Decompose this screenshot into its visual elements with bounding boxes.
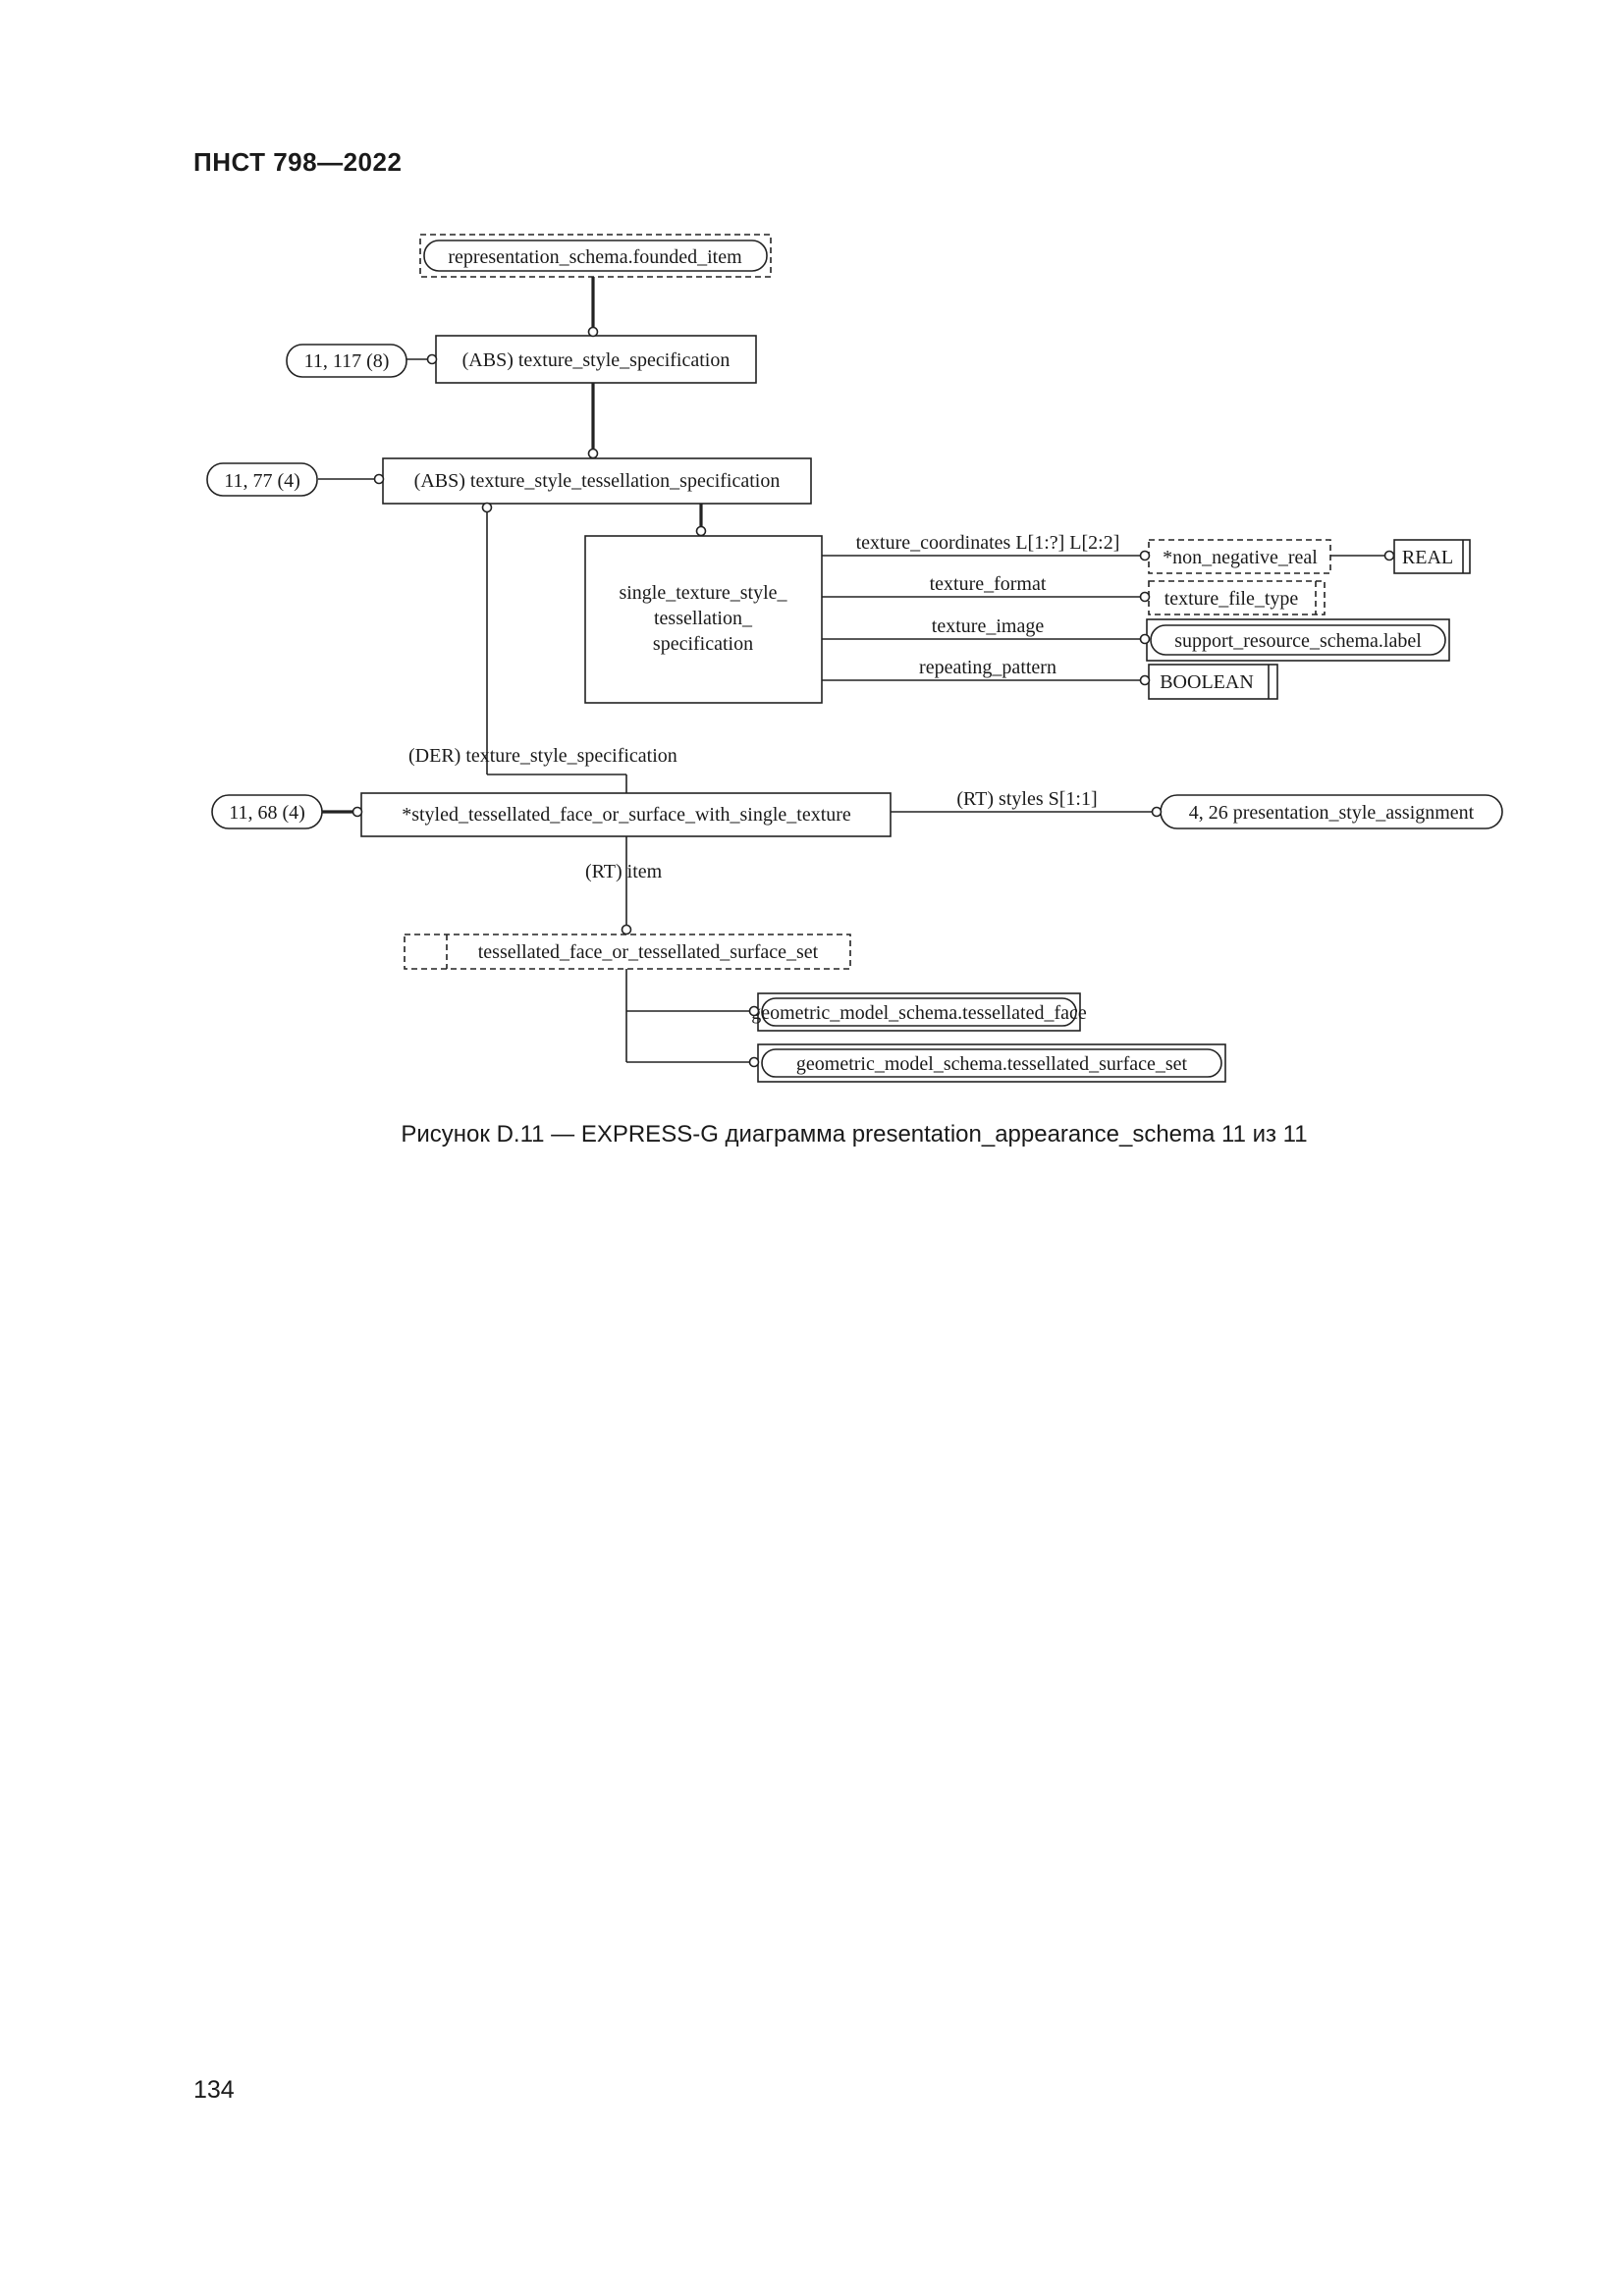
page-ref-117-label: 11, 117 (8) (304, 350, 390, 372)
founded-item-label: representation_schema.founded_item (448, 246, 742, 268)
texture-file-type-label: texture_file_type (1164, 588, 1299, 610)
page-ref-117 (286, 344, 407, 378)
tessellated-face-node (761, 997, 1077, 1027)
end-circle-ref117 (426, 353, 438, 365)
document-header: ПНСТ 798—2022 (193, 147, 403, 177)
tessellated-face-label: geometric_model_schema.tessellated_face (751, 1002, 1087, 1024)
single-texture-style-label-1: single_texture_style_ (619, 582, 787, 604)
end-circle-texture-style (587, 448, 599, 459)
founded-item-node (423, 240, 768, 272)
attr-item: (RT) item (585, 861, 663, 882)
tessellated-select-node (404, 934, 851, 970)
end-circle-repeating-pattern (1139, 674, 1151, 686)
attr-derived: (DER) texture_style_specification (408, 745, 677, 767)
end-circle-styles (1151, 806, 1163, 818)
page-number: 134 (193, 2076, 235, 2104)
boolean-label: BOOLEAN (1160, 671, 1254, 693)
tessellated-surface-set-label: geometric_model_schema.tessellated_surfa… (796, 1053, 1188, 1075)
non-negative-real-label: *non_negative_real (1163, 547, 1318, 568)
end-circle-texture-format (1139, 591, 1151, 603)
page-ref-presentation-style-assignment-label: 4, 26 presentation_style_assignment (1189, 802, 1475, 824)
boolean-node (1148, 664, 1278, 700)
texture-style-specification-node (435, 335, 757, 384)
end-circle-texture-coordinates (1139, 550, 1151, 561)
texture-file-type-node (1148, 580, 1326, 615)
page-ref-77 (206, 462, 318, 497)
support-label-node (1150, 624, 1446, 656)
styled-tessellated-node (360, 792, 892, 837)
attr-styles: (RT) styles S[1:1] (956, 788, 1097, 810)
attr-texture-format: texture_format (930, 573, 1047, 595)
attr-repeating-pattern: repeating_pattern (919, 657, 1056, 678)
end-circle-tessellation (695, 525, 707, 537)
styled-tessellated-label: *styled_tessellated_face_or_surface_with… (402, 804, 851, 826)
end-circle-ref68 (352, 806, 363, 818)
attr-texture-coordinates: texture_coordinates L[1:?] L[2:2] (856, 532, 1120, 554)
real-label: REAL (1402, 547, 1453, 568)
end-circle-tessellated-surface-set (748, 1056, 760, 1068)
real-node (1393, 539, 1471, 574)
end-circle-item (621, 924, 632, 935)
single-texture-style-label-3: specification (653, 633, 753, 655)
figure-caption: Рисунок D.11 — EXPRESS-G диаграмма prese… (401, 1121, 1308, 1148)
texture-style-specification-label: (ABS) texture_style_specification (462, 349, 731, 371)
end-circle-texture-image (1139, 633, 1151, 645)
page-ref-68-label: 11, 68 (4) (229, 802, 305, 824)
end-circle-ref77 (373, 473, 385, 485)
tessellated-surface-set-node (761, 1048, 1222, 1078)
single-texture-style-node (584, 535, 823, 704)
attr-texture-image: texture_image (932, 615, 1045, 637)
tessellated-select-label: tessellated_face_or_tessellated_surface_… (478, 941, 819, 963)
end-circle-founded-item (587, 326, 599, 338)
end-circle-tessellated-face (748, 1005, 760, 1017)
page-ref-77-label: 11, 77 (4) (224, 470, 300, 492)
support-label-label: support_resource_schema.label (1174, 630, 1422, 652)
tessellation-specification-node (382, 457, 812, 505)
end-circle-derived (481, 502, 493, 513)
single-texture-style-label-2: tessellation_ (654, 608, 753, 629)
tessellation-specification-label: (ABS) texture_style_tessellation_specifi… (414, 470, 781, 492)
end-circle-real (1383, 550, 1395, 561)
page-ref-68 (211, 794, 323, 829)
